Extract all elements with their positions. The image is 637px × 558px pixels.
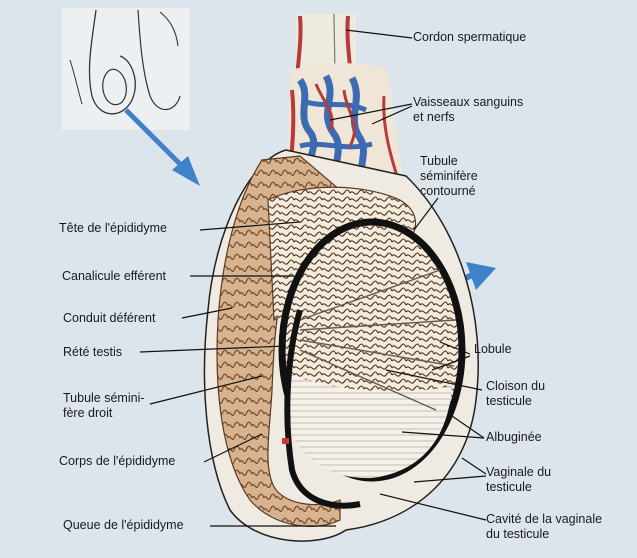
label-albuginee: Albuginée [486, 430, 542, 444]
label-rete-testis: Rété testis [63, 345, 123, 359]
label-cordon-spermatique: Cordon spermatique [413, 30, 527, 44]
pointer-arrow-left [124, 108, 200, 186]
label-lobule: Lobule [474, 342, 512, 356]
leader-lines [139, 29, 487, 527]
label-canalicule-efferent: Canalicule efférent [62, 269, 167, 283]
label-tete-epididyme: Tête de l'épididyme [59, 221, 168, 235]
marker-dot [282, 438, 289, 444]
inset-sketch [62, 8, 190, 130]
label-conduit-deferent: Conduit déférent [63, 311, 156, 325]
tunica-albuginea [284, 309, 361, 509]
label-queue-epididyme: Queue de l'épididyme [63, 518, 184, 532]
label-corps-epididyme: Corps de l'épididyme [59, 454, 176, 468]
septa [299, 269, 457, 411]
label-tubule-droit: Tubule sémini-fère droit [63, 391, 145, 420]
